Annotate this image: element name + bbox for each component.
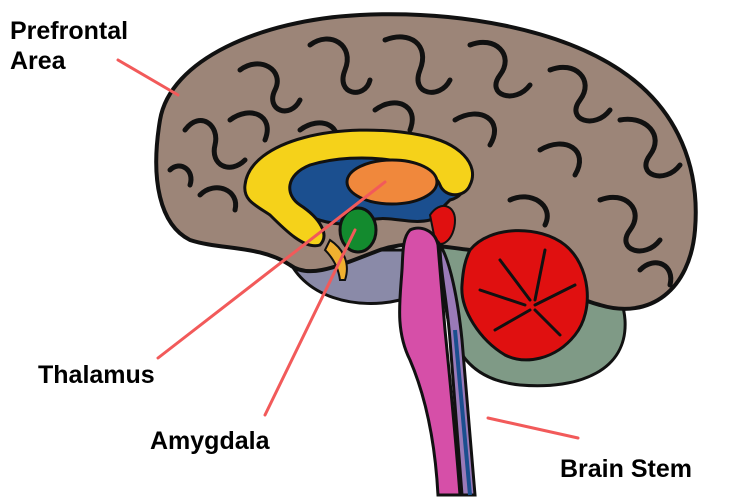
- amygdala-label: Amygdala: [150, 426, 269, 456]
- brain-stem-pointer: [488, 418, 578, 438]
- brain-stem-label: Brain Stem: [560, 454, 692, 484]
- thalamus-label: Thalamus: [38, 360, 155, 390]
- thalamus: [347, 160, 437, 204]
- prefrontal-label-line2: Area: [10, 46, 128, 76]
- prefrontal-area-label: Prefrontal Area: [10, 16, 128, 76]
- prefrontal-label-line1: Prefrontal: [10, 16, 128, 46]
